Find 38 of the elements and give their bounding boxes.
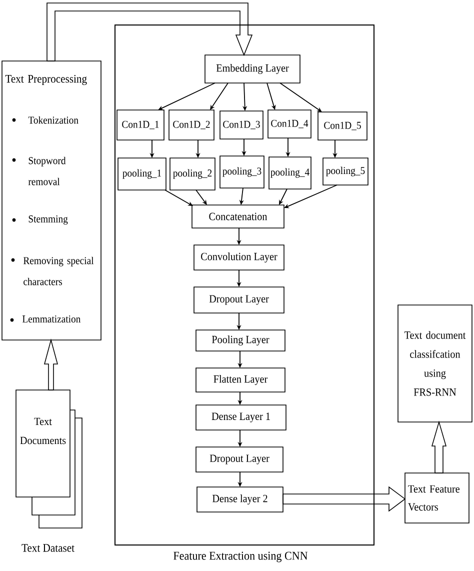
container-caption: Feature Extraction using CNN bbox=[174, 552, 308, 562]
arrow bbox=[196, 190, 207, 205]
process-box: Dense Layer 1 bbox=[196, 404, 286, 430]
list-item: Tokenization bbox=[28, 116, 78, 124]
process-box: Dropout Layer bbox=[196, 446, 284, 472]
arrow bbox=[280, 82, 322, 112]
process-box: Dense layer 2 bbox=[196, 486, 284, 512]
list-item: Stemming bbox=[28, 215, 68, 225]
arrow bbox=[164, 190, 193, 206]
process-box: Dropout Layer bbox=[194, 286, 284, 314]
process-box: Con1D_4 bbox=[268, 110, 312, 138]
process-box: pooling_5 bbox=[322, 158, 368, 186]
process-box: pooling_2 bbox=[170, 158, 216, 190]
process-box: Convolution Layer bbox=[194, 244, 284, 270]
process-box: pooling_3 bbox=[220, 156, 264, 188]
block-arrow bbox=[44, 338, 58, 390]
list-item: Removing special characters bbox=[23, 256, 94, 286]
process-box: Pooling Layer bbox=[196, 330, 286, 352]
process-box: Concatenation bbox=[192, 204, 284, 228]
process-box: Flatten Layer bbox=[196, 368, 286, 392]
block-arrow bbox=[431, 420, 447, 474]
process-box: Con1D_1 bbox=[116, 110, 164, 140]
panel-heading: Text Preprocessing bbox=[5, 74, 87, 86]
arrow bbox=[210, 82, 228, 110]
process-box: Text document classifcation using FRS-RNN bbox=[398, 304, 472, 422]
block-arrow bbox=[46, 2, 253, 62]
process-box: Embedding Layer bbox=[204, 54, 300, 84]
block-arrow bbox=[282, 486, 406, 512]
process-box: pooling_1 bbox=[118, 158, 166, 190]
document-page: Text Documents bbox=[16, 390, 70, 498]
process-box: Con1D_5 bbox=[318, 112, 368, 140]
list-item: Lemmatization bbox=[22, 315, 81, 323]
stack-caption: Text Dataset bbox=[22, 544, 74, 552]
process-box: Con1D_3 bbox=[220, 110, 264, 140]
process-box: Text Feature Vectors bbox=[404, 472, 470, 524]
process-box: pooling_4 bbox=[268, 156, 312, 190]
list-item: Stopword removal bbox=[28, 156, 66, 186]
process-box: Con1D_2 bbox=[168, 110, 214, 140]
